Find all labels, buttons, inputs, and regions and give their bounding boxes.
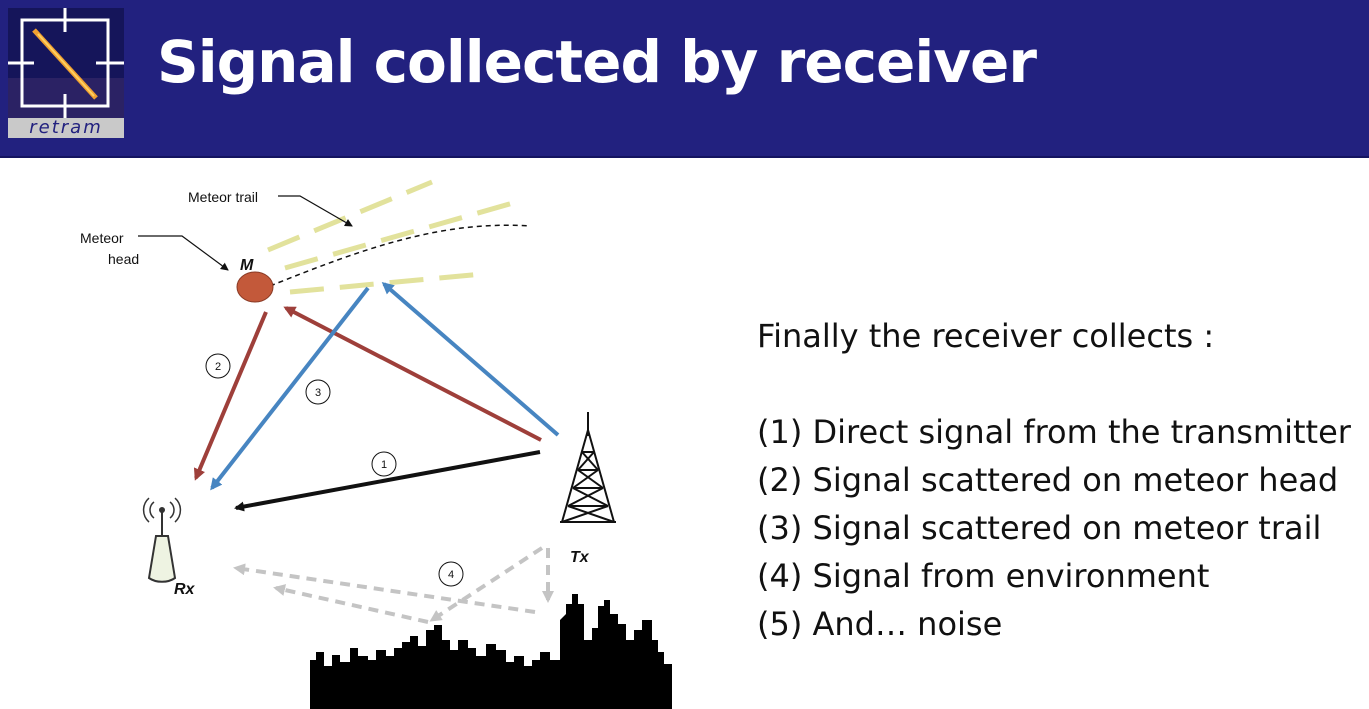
receiver-label: Rx (174, 581, 196, 598)
explanation-text: Finally the receiver collects : (1) Dire… (757, 312, 1357, 648)
list-item: (2) Signal scattered on meteor head (757, 461, 1339, 499)
title-bar: retram Signal collected by receiver (0, 0, 1369, 158)
list-item: (3) Signal scattered on meteor trail (757, 509, 1322, 547)
path-number-3: 3 (305, 379, 331, 405)
page-title: Signal collected by receiver (157, 28, 1037, 96)
logo-text: retram (8, 118, 124, 138)
meteor-trail-leader (278, 195, 353, 227)
svg-text:1: 1 (381, 459, 387, 471)
arrow-head-incoming (283, 306, 542, 442)
arrow-direct-signal (234, 450, 541, 512)
meteor-head-leader (138, 235, 229, 271)
svg-text:2: 2 (215, 361, 221, 373)
meteor-scatter-diagram: M Meteor trail Meteor head 1 2 3 4 (80, 179, 672, 709)
meteor-head-label-2: head (108, 251, 139, 267)
meteor-trail-label: Meteor trail (188, 189, 258, 205)
crosshair-logo-icon (8, 8, 124, 134)
meteor-trail (267, 179, 521, 295)
svg-text:4: 4 (448, 569, 454, 581)
svg-text:3: 3 (315, 387, 321, 399)
path-number-1: 1 (371, 451, 397, 477)
list-item: (4) Signal from environment (757, 557, 1210, 595)
arrow-head-scatter (193, 311, 268, 481)
retram-logo: retram (8, 8, 124, 138)
meteor-head (236, 271, 274, 303)
signal-list: (1) Direct signal from the transmitter (… (757, 408, 1357, 648)
meteor-label: M (240, 257, 254, 274)
environment-arrows (233, 546, 554, 624)
city-skyline (310, 594, 672, 709)
transmitter-label: Tx (570, 549, 590, 566)
list-item: (1) Direct signal from the transmitter (757, 413, 1351, 451)
trail-center-line (269, 224, 531, 287)
intro-text: Finally the receiver collects : (757, 317, 1215, 355)
arrow-trail-incoming (381, 282, 560, 437)
list-item: (5) And… noise (757, 605, 1003, 643)
path-number-2: 2 (205, 353, 231, 379)
meteor-head-label-1: Meteor (80, 230, 124, 246)
path-number-4: 4 (438, 561, 464, 587)
receiver-antenna-icon (142, 497, 182, 583)
transmitter-tower-icon (560, 412, 616, 523)
arrow-trail-scatter (210, 286, 370, 491)
